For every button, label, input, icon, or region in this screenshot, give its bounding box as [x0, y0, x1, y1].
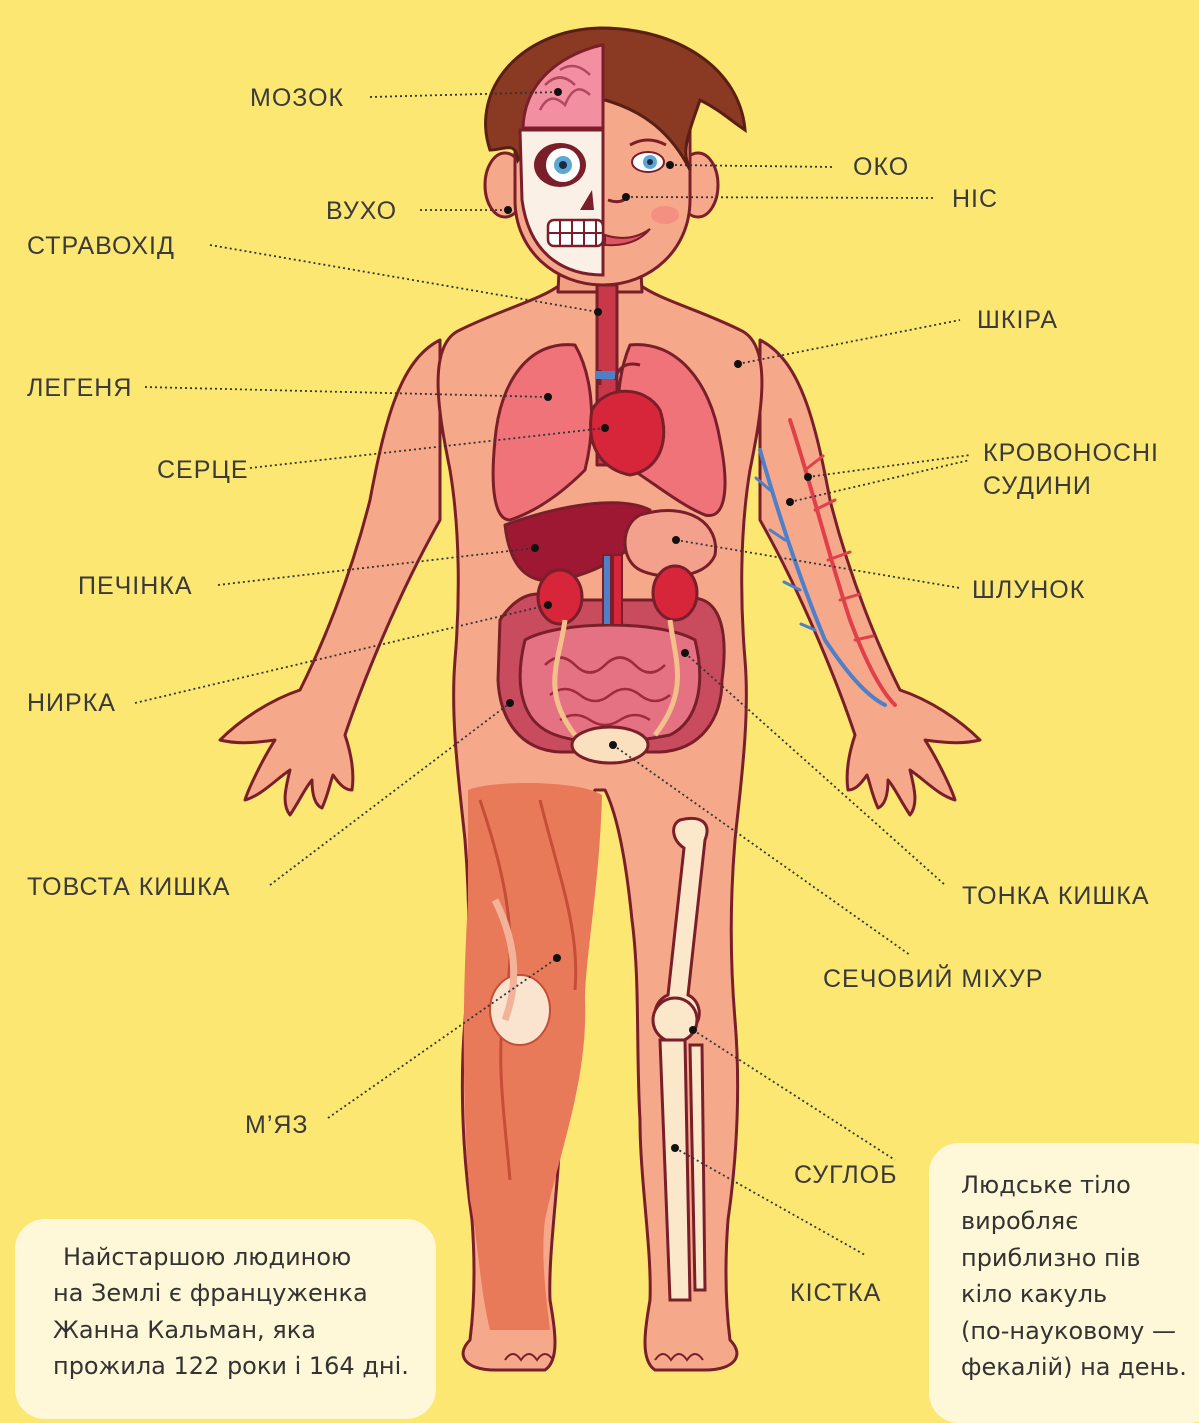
label-bone: КІСТКА — [790, 1281, 881, 1306]
fact-note-line: виробляє — [961, 1203, 1199, 1239]
label-eye: ОКО — [853, 155, 909, 180]
fact-note-line: кіло какуль — [961, 1276, 1199, 1312]
label-small-intestine: ТОНКА КИШКА — [962, 884, 1150, 909]
fact-note-line: приблизно пів — [961, 1240, 1199, 1276]
label-esophagus: СТРАВОХІД — [27, 234, 175, 259]
head — [485, 28, 745, 285]
knee-tendon — [490, 975, 550, 1045]
label-blood-vessels-line2: СУДИНИ — [983, 470, 1159, 503]
fact-note-line: на Землі є француженка — [53, 1275, 436, 1311]
label-heart: СЕРЦЕ — [157, 458, 249, 483]
label-kidney: НИРКА — [27, 691, 116, 716]
left-kidney — [538, 570, 582, 624]
label-large-intestine: ТОВСТА КИШКА — [27, 875, 230, 900]
label-blood-vessels: КРОВОНОСНІ СУДИНИ — [983, 437, 1159, 502]
fact-note-line: Найстаршою людиною — [53, 1239, 436, 1275]
fact-note-body-output: Людське тіло виробляє приблизно пів кіло… — [929, 1143, 1199, 1423]
label-ear: ВУХО — [326, 199, 397, 224]
fact-note-line: Жанна Кальман, яка — [53, 1312, 436, 1348]
fact-note-line: Людське тіло — [961, 1167, 1199, 1203]
label-joint: СУГЛОБ — [794, 1163, 898, 1188]
label-brain: МОЗОК — [250, 86, 344, 111]
label-lung: ЛЕГЕНЯ — [27, 376, 132, 401]
label-blood-vessels-line1: КРОВОНОСНІ — [983, 437, 1159, 470]
label-nose: НІС — [952, 187, 998, 212]
label-liver: ПЕЧІНКА — [78, 574, 193, 599]
leg-muscles — [464, 783, 602, 1330]
right-arm — [760, 340, 980, 815]
label-bladder: СЕЧОВИЙ МІХУР — [823, 967, 1043, 992]
fact-note-oldest-person: Найстаршою людиною на Землі є француженк… — [15, 1219, 436, 1419]
label-muscle: М’ЯЗ — [245, 1113, 309, 1138]
fact-note-line: (по-науковому — — [961, 1313, 1199, 1349]
label-skin: ШКІРА — [977, 308, 1058, 333]
left-arm — [220, 340, 440, 815]
fact-note-line: прожила 122 роки і 164 дні. — [53, 1348, 436, 1384]
right-kidney — [653, 566, 697, 620]
label-stomach: ШЛУНОК — [972, 578, 1085, 603]
fact-note-line: фекалій) на день. — [961, 1349, 1199, 1385]
